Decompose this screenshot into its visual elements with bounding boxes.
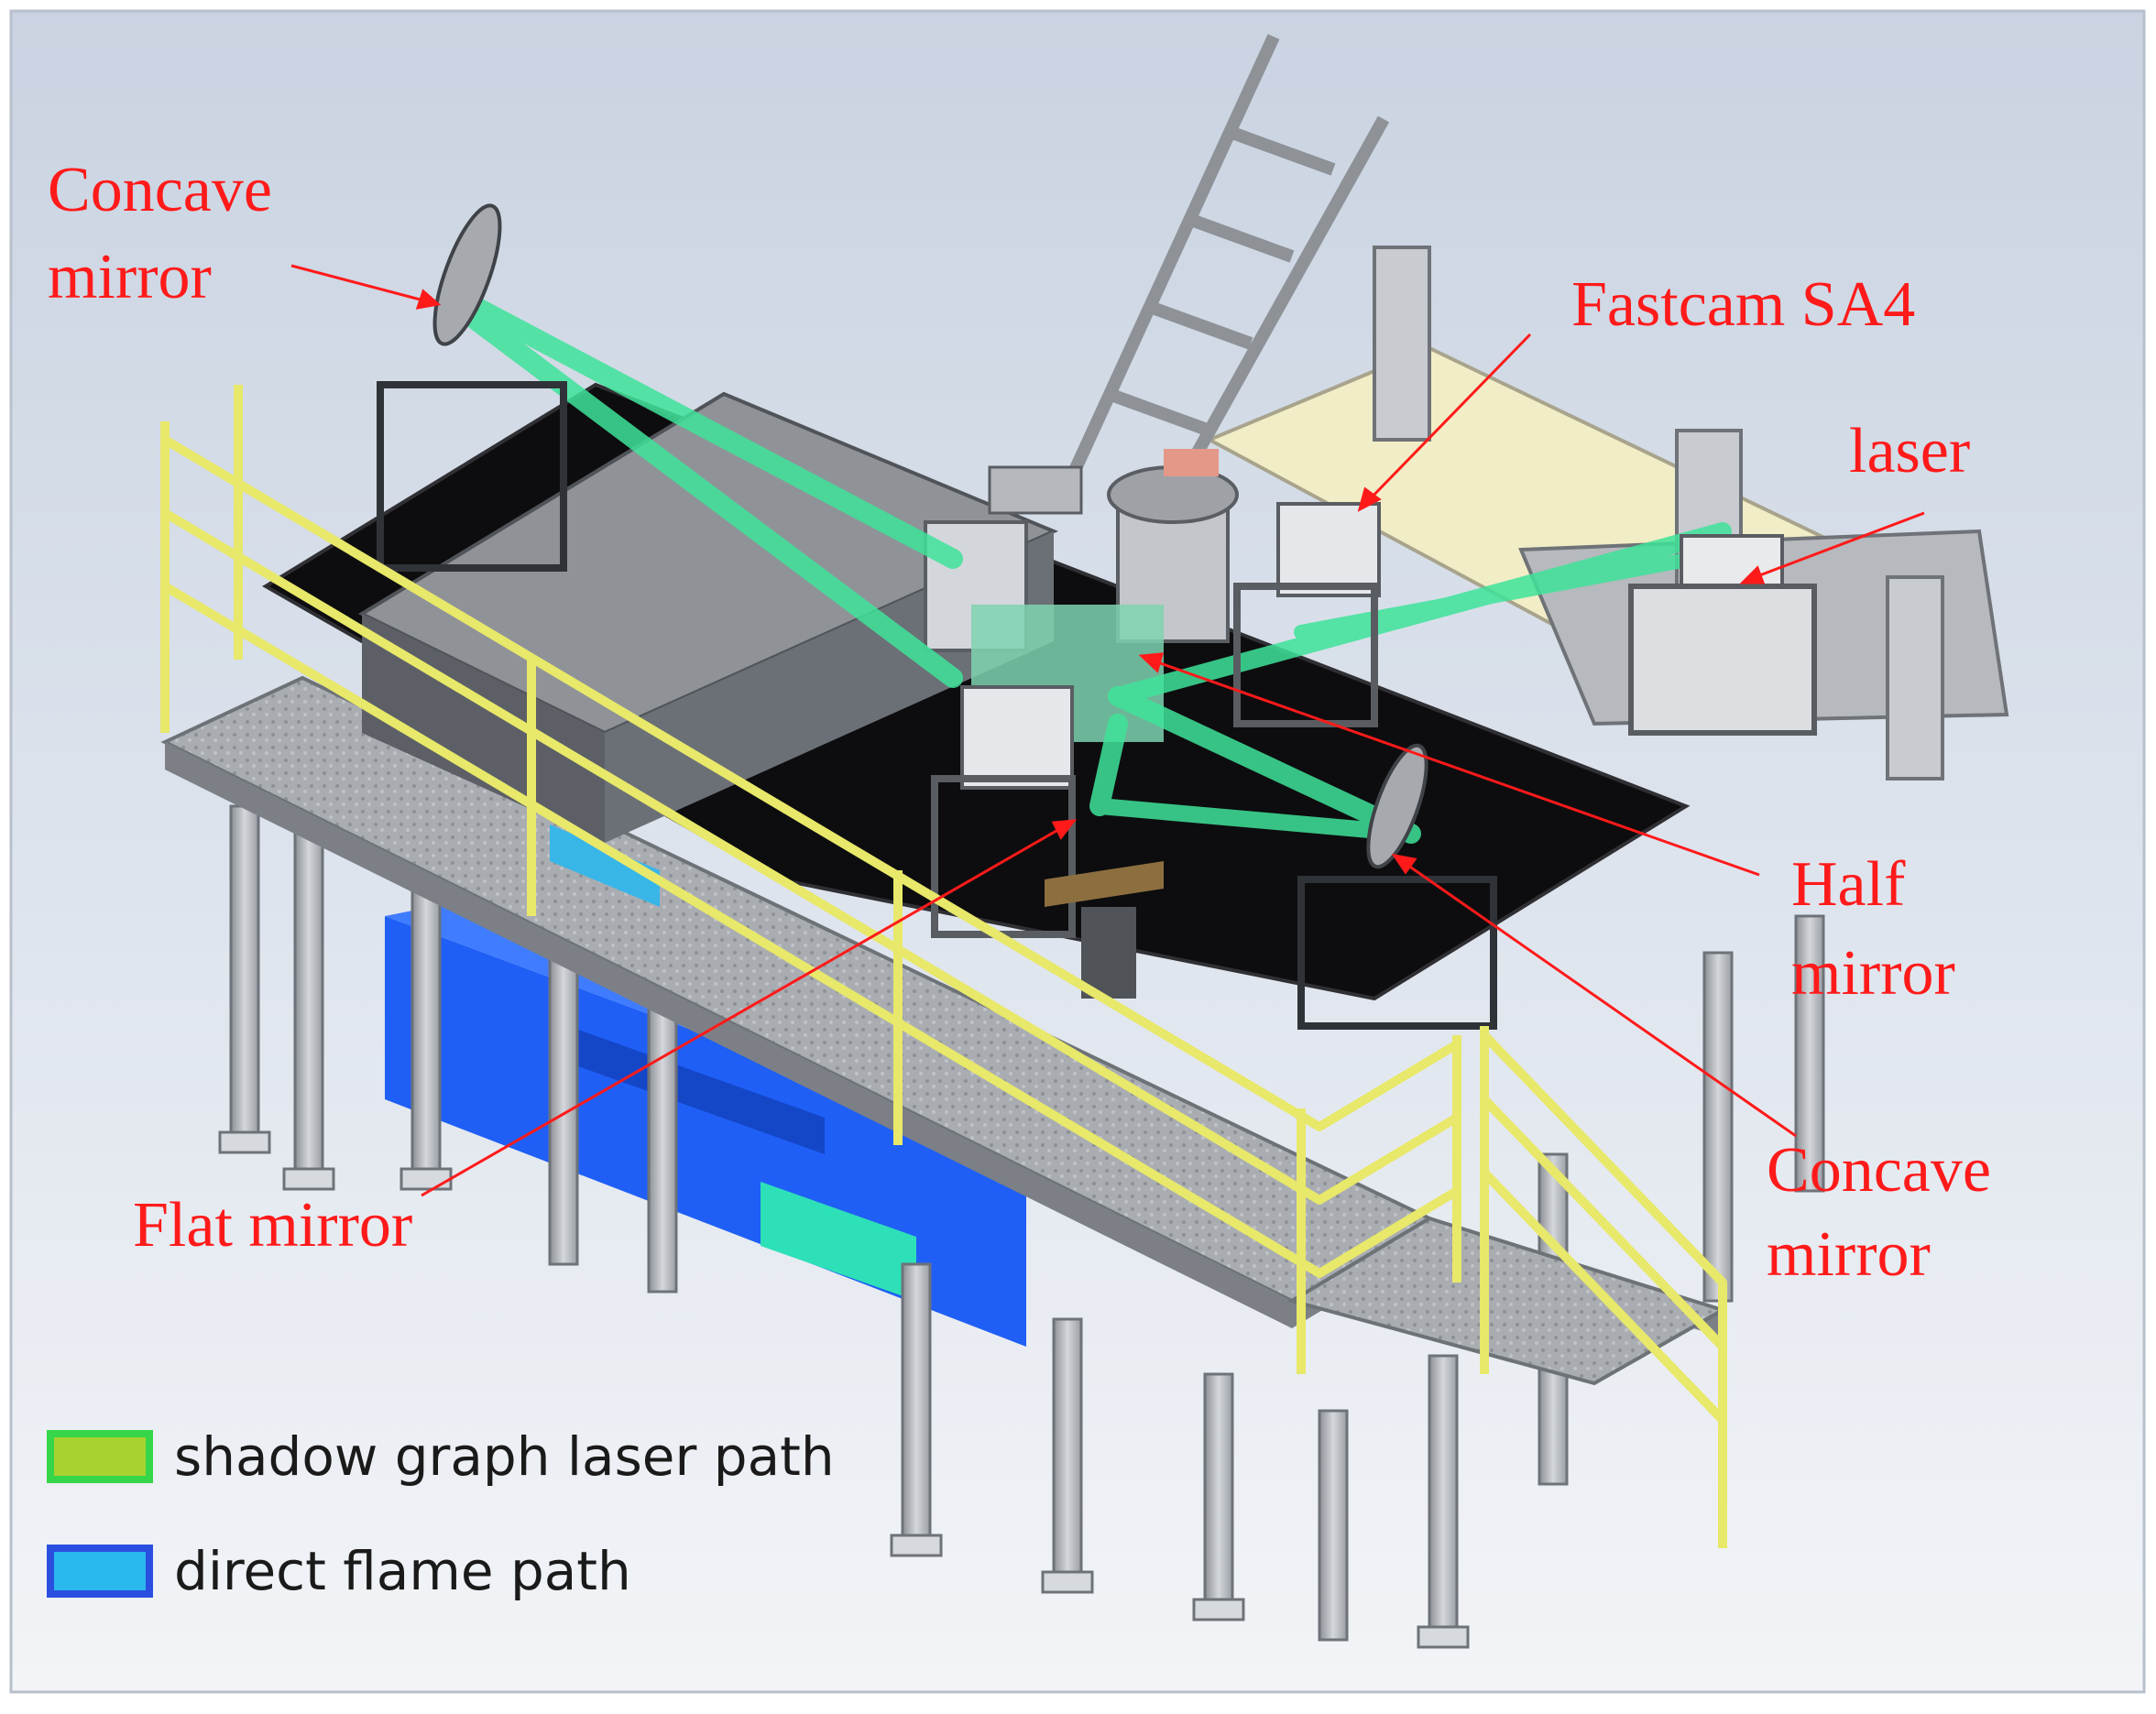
walkway [160, 675, 1727, 1386]
combustion-chamber [924, 449, 1239, 742]
label-concave-mirror-right-line1: Concave [1767, 1135, 1991, 1206]
legend-label-flame: direct flame path [174, 1540, 631, 1602]
shadowgraph-laser-path [457, 292, 1748, 844]
label-half-mirror-line1: Half [1791, 849, 1906, 920]
ladder [1066, 34, 1390, 517]
concave-mirror-right-assembly [1297, 743, 1497, 1030]
label-flat-mirror: Flat mirror [133, 1190, 412, 1261]
legend-label-laser: shadow graph laser path [174, 1425, 835, 1488]
label-half-mirror-line2: mirror [1791, 938, 1955, 1009]
legend-item-flame-path: direct flame path [47, 1540, 631, 1602]
fastcam-unit [1233, 502, 1381, 727]
annotation-arrows [290, 264, 1925, 1197]
railing [160, 385, 1727, 1548]
label-laser: laser [1849, 416, 1970, 486]
leg-feet [218, 1130, 1470, 1649]
legend-swatch-laser [47, 1430, 153, 1483]
label-concave-mirror-top-line1: Concave [48, 155, 272, 225]
legend-item-laser-path: shadow graph laser path [47, 1425, 835, 1488]
laser-unit [1628, 534, 1817, 736]
flat-mirror-stand [1045, 861, 1164, 999]
label-fastcam: Fastcam SA4 [1571, 269, 1915, 340]
legend: shadow graph laser path direct flame pat… [47, 1425, 835, 1602]
label-concave-mirror-top-line2: mirror [48, 242, 212, 312]
concave-mirror-top-assembly [377, 203, 567, 572]
legend-swatch-flame [47, 1545, 153, 1598]
second-camera-unit [931, 685, 1076, 938]
label-concave-mirror-right-line2: mirror [1767, 1219, 1931, 1290]
